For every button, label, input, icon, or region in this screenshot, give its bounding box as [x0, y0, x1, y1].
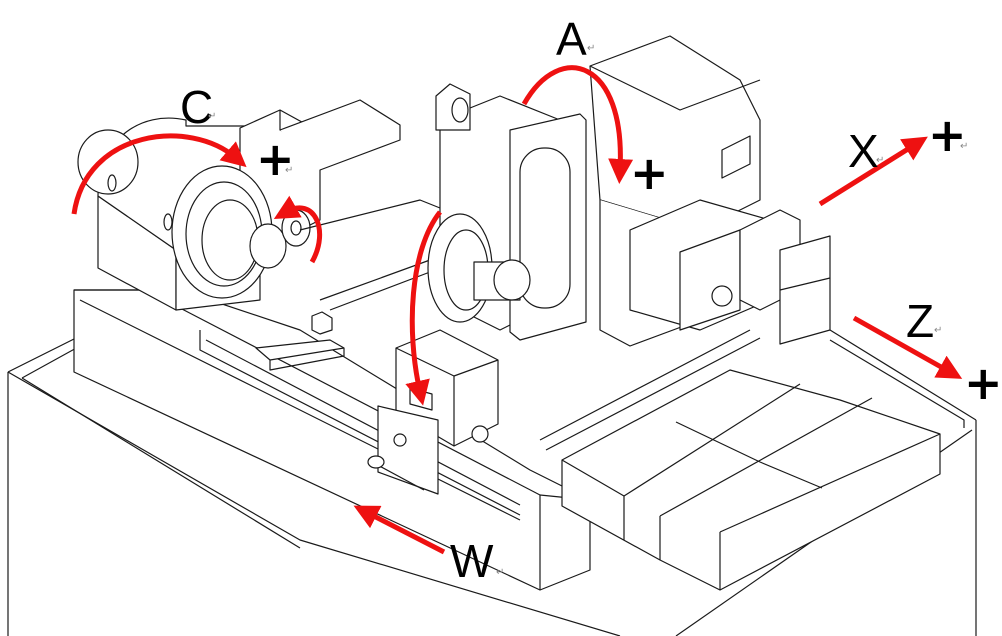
a-axis-arrow	[521, 65, 634, 184]
return-mark: ↵	[876, 155, 885, 166]
return-mark: ↵	[587, 43, 596, 54]
z-axis-arrow	[852, 315, 963, 379]
return-mark: ↵	[960, 141, 969, 152]
return-mark: ↵	[208, 111, 217, 122]
axis-label-a: A	[556, 13, 587, 65]
workpiece-chuck	[171, 165, 311, 299]
c-axis-arrow-inner	[273, 195, 323, 264]
wheel-feed-arrow	[405, 210, 442, 406]
bellows-cover	[539, 329, 941, 591]
machine-column	[589, 35, 831, 347]
return-mark: ↵	[285, 165, 294, 176]
return-mark: ↵	[496, 567, 505, 578]
plus-sign-c: +	[256, 132, 295, 186]
wheel-head	[427, 83, 587, 341]
tailstock	[367, 329, 499, 495]
axis-label-w: W	[450, 535, 494, 587]
machine-bed	[73, 289, 591, 591]
w-axis-arrow	[353, 505, 446, 555]
plus-sign-z: +	[964, 356, 1002, 410]
axis-label-z: Z	[906, 295, 935, 347]
axis-label-x: X	[848, 125, 879, 177]
plus-sign-x: +	[928, 108, 967, 162]
x-axis-arrow	[818, 136, 928, 207]
return-mark: ↵	[934, 325, 943, 336]
plus-sign-a: +	[630, 146, 669, 200]
c-axis-arrow-outer	[71, 133, 247, 215]
axis-label-c: C	[180, 81, 214, 133]
